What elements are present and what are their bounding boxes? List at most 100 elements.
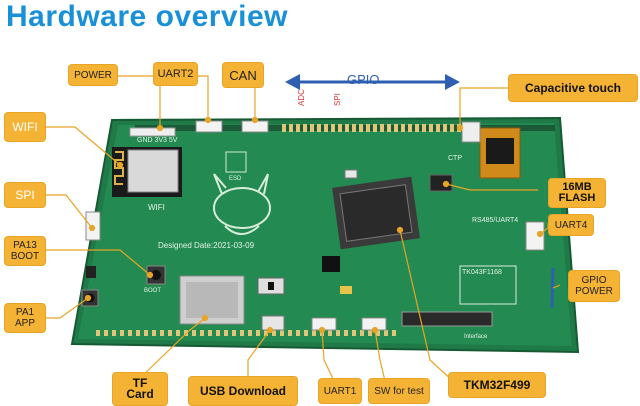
label-uart1: UART1	[318, 378, 362, 404]
header-pin	[443, 124, 447, 132]
gpio-arrow-label: GPIO	[347, 72, 380, 87]
silk-wifi: WIFI	[148, 203, 165, 212]
header-pin	[366, 124, 370, 132]
silk-boot: BOOT	[144, 288, 161, 294]
header-pin	[359, 124, 363, 132]
header-pin	[310, 124, 314, 132]
header-pin	[104, 330, 108, 336]
header-pin	[304, 330, 308, 336]
header-pin	[120, 330, 124, 336]
header-pin	[303, 124, 307, 132]
header-pin	[415, 124, 419, 132]
label-gpio-power-text: GPIO POWER	[575, 275, 613, 297]
label-spi: SPI	[4, 182, 46, 208]
label-pa13-boot-text: PA13 BOOT	[10, 240, 40, 262]
header-pin	[176, 330, 180, 336]
header-pin	[401, 124, 405, 132]
header-pin	[152, 330, 156, 336]
header-pin	[352, 124, 356, 132]
label-uart2: UART2	[153, 62, 198, 86]
label-tf-card: TF Card	[112, 372, 168, 406]
header-pin	[344, 330, 348, 336]
silk-part-no: TK043F1168	[462, 269, 502, 276]
header-pin	[184, 330, 188, 336]
header-pin	[192, 330, 196, 336]
mcu-chip	[332, 176, 420, 250]
silk-gnd-3v3-5v: GND 3V3 5V	[137, 137, 178, 144]
header-pin	[429, 124, 433, 132]
label-can: CAN	[222, 62, 264, 88]
header-pin	[352, 330, 356, 336]
header-pin	[96, 330, 100, 336]
header-pin	[136, 330, 140, 336]
header-pin	[296, 330, 300, 336]
header-pin	[264, 330, 268, 336]
silk-esd: ESD	[229, 176, 242, 182]
header-pin	[282, 124, 286, 132]
header-pin	[436, 124, 440, 132]
gpio-arrow	[285, 74, 460, 90]
header-pin	[331, 124, 335, 132]
header-pin	[112, 330, 116, 336]
label-gpio-power: GPIO POWER	[568, 270, 620, 302]
header-pin	[288, 330, 292, 336]
header-pin	[408, 124, 412, 132]
label-pa1-app-text: PA1 APP	[14, 307, 35, 329]
rabbit-silkscreen	[213, 173, 271, 235]
header-pin	[384, 330, 388, 336]
header-pin	[248, 330, 252, 336]
header-pin	[256, 330, 260, 336]
header-pin	[280, 330, 284, 336]
leader-lines	[46, 75, 561, 390]
header-pin	[360, 330, 364, 336]
header-pin	[450, 124, 454, 132]
header-pin	[232, 330, 236, 336]
header-pin	[200, 330, 204, 336]
label-tf-card-text: TF Card	[126, 376, 154, 401]
header-pin	[345, 124, 349, 132]
header-pin	[272, 330, 276, 336]
label-sw-for-test: SW for test	[368, 378, 430, 404]
gpio-power-marker	[550, 267, 555, 309]
silk-rs485: RS485/UART4	[472, 217, 518, 224]
label-mcu: TKM32F499	[448, 372, 546, 398]
header-pin	[296, 124, 300, 132]
header-pin	[168, 330, 172, 336]
header-pin	[224, 330, 228, 336]
header-pin	[392, 330, 396, 336]
header-pin	[324, 124, 328, 132]
label-pa1-app: PA1 APP	[4, 303, 46, 333]
label-usb-download: USB Download	[188, 376, 298, 406]
header-pin	[328, 330, 332, 336]
header-pin	[128, 330, 132, 336]
silk-interface: Interface	[464, 334, 488, 340]
usb-connector	[261, 315, 285, 331]
silk-adc: ADC	[297, 89, 306, 106]
label-wifi: WIFI	[4, 112, 46, 142]
header-pin	[376, 330, 380, 336]
header-pin	[216, 330, 220, 336]
header-pin	[394, 124, 398, 132]
silk-ctp: CTP	[448, 155, 462, 162]
header-pin	[240, 330, 244, 336]
header-pin	[336, 330, 340, 336]
fpc-interface	[401, 311, 493, 327]
label-capacitive-touch: Capacitive touch	[508, 74, 638, 102]
silk-spi-red: SPI	[333, 93, 342, 106]
header-pin	[160, 330, 164, 336]
header-pin	[387, 124, 391, 132]
header-pin	[144, 330, 148, 336]
header-pin	[312, 330, 316, 336]
label-power: POWER	[68, 64, 118, 86]
header-pin	[208, 330, 212, 336]
header-pin	[338, 124, 342, 132]
label-pa13-boot: PA13 BOOT	[4, 236, 46, 266]
header-pin	[422, 124, 426, 132]
silk-designed-date: Designed Date:2021-03-09	[158, 241, 255, 250]
uart4-connector	[525, 221, 545, 251]
header-pin	[317, 124, 321, 132]
label-flash-text: 16MB FLASH	[558, 181, 596, 204]
power-connector	[129, 127, 176, 137]
label-flash: 16MB FLASH	[548, 178, 606, 208]
header-pin	[368, 330, 372, 336]
